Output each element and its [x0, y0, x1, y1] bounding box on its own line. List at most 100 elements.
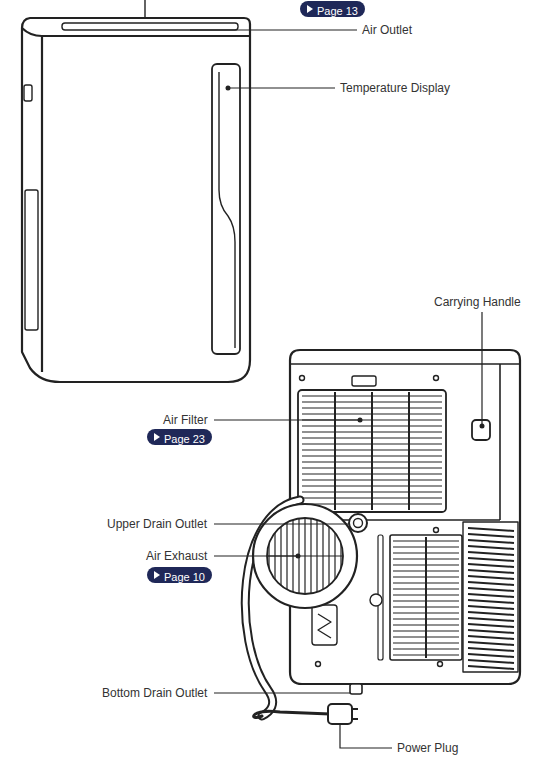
side-louvres [468, 528, 514, 669]
side-louvres [468, 546, 514, 549]
grille-slats [393, 537, 459, 658]
side-louvres [468, 582, 514, 585]
side-louvres [468, 594, 514, 597]
part-label: Upper Drain Outlet [107, 516, 207, 532]
leader-lines [214, 523, 350, 524]
side-louvres [468, 612, 514, 615]
leader-lines [214, 555, 298, 556]
power-plug [328, 704, 352, 724]
front-unit [219, 72, 235, 348]
side-louvres [468, 600, 514, 603]
side-louvres [468, 642, 514, 645]
leader-dots [296, 554, 301, 559]
part-label: Bottom Drain Outlet [102, 685, 207, 701]
power-cord [254, 711, 330, 717]
side-louvres [468, 606, 514, 609]
part-label: Carrying Handle [434, 294, 521, 310]
power-plug [352, 718, 358, 720]
side-louvres [468, 576, 514, 579]
back-unit [472, 420, 490, 440]
part-label: Air Filter [163, 412, 208, 428]
leader-lines [190, 29, 357, 30]
part-label: Temperature Display [340, 80, 450, 96]
front-unit [62, 23, 238, 30]
filter-slats [334, 392, 336, 510]
side-louvres [468, 528, 514, 531]
side-louvres [468, 636, 514, 639]
back-unit [499, 364, 501, 520]
side-louvres [468, 630, 514, 633]
page-reference: Page 13 [317, 5, 358, 17]
side-louvres [468, 552, 514, 555]
power-plug [328, 704, 358, 724]
arrow-icon [307, 5, 313, 13]
side-louvres [468, 570, 514, 573]
filter-slats [302, 392, 442, 510]
screws [316, 662, 321, 667]
front-unit [22, 0, 250, 382]
side-louvres [468, 624, 514, 627]
side-louvres [468, 558, 514, 561]
leader-lines [228, 87, 335, 88]
front-unit [41, 36, 43, 372]
side-louvres [468, 660, 514, 663]
front-unit [212, 64, 240, 354]
power-cord [254, 711, 330, 717]
part-label: Air Exhaust [146, 548, 207, 564]
side-louvres [468, 666, 514, 669]
leader-dots [226, 86, 231, 91]
side-louvres [468, 540, 514, 543]
upper-drain-outlet [349, 514, 367, 532]
leader-lines [190, 30, 482, 748]
side-louvres [468, 618, 514, 621]
leader-lines [340, 724, 392, 748]
back-unit [290, 363, 520, 365]
page-reference: Page 23 [164, 433, 205, 445]
back-unit [463, 522, 518, 672]
leader-lines [214, 419, 360, 420]
leader-dots [480, 424, 485, 429]
arrow-icon [307, 5, 314, 13]
part-label: Power Plug [397, 740, 458, 756]
filter-slats [371, 392, 373, 510]
back-unit [318, 614, 331, 638]
front-unit [22, 18, 250, 382]
side-louvres [468, 588, 514, 591]
leader-lines [481, 312, 482, 426]
leader-dots [226, 86, 485, 559]
page-reference-badge: Page 23 [147, 429, 212, 445]
power-plug [352, 708, 358, 710]
screws [434, 528, 439, 533]
back-unit [390, 535, 462, 660]
page-reference: Page 10 [164, 571, 205, 583]
bottom-drain-outlet [350, 684, 362, 694]
screws [438, 662, 443, 667]
leader-lines [214, 692, 350, 693]
side-louvres [468, 654, 514, 657]
back-unit [298, 390, 446, 512]
arrow-icon [154, 433, 161, 441]
front-unit [25, 190, 38, 330]
page-reference-badge: Page 13 [300, 1, 365, 17]
part-label: Air Outlet [362, 22, 412, 38]
arrow-icon [154, 571, 161, 579]
bottom-drain-outlet [350, 684, 362, 694]
upper-drain-outlet [354, 519, 363, 528]
screws [300, 376, 305, 381]
side-louvres [468, 564, 514, 567]
grille-slats [425, 537, 427, 658]
leader-dots [358, 418, 363, 423]
front-unit [24, 85, 32, 101]
back-unit [370, 594, 382, 606]
page-reference-badge: Page 10 [147, 567, 212, 583]
back-unit [352, 376, 376, 386]
upper-drain-outlet [349, 514, 367, 532]
back-unit [312, 605, 337, 645]
side-louvres [468, 648, 514, 651]
side-louvres [468, 534, 514, 537]
arrow-icon [154, 571, 160, 579]
screws [434, 376, 439, 381]
front-unit [144, 0, 145, 18]
